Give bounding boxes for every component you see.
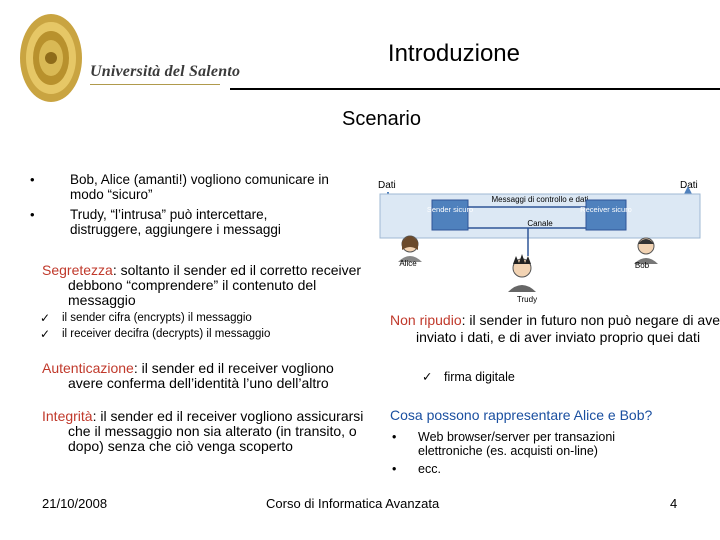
footer-page-number: 4 [670,496,678,511]
secrecy-subitems: ✓ il sender cifra (encrypts) il messaggi… [0,312,360,341]
university-seal-logo [20,14,82,102]
sender-box-label: Sender sicuro [427,205,473,214]
bullet-text: Trudy, “l’intrusa” può intercettare, dis… [70,207,281,237]
secrecy-term: Segretezza [42,262,113,278]
sub-item-text: il receiver decifra (decrypts) il messag… [62,328,271,340]
footer-course: Corso di Informatica Avanzata [266,496,440,511]
checkmark-icon: ✓ [422,370,433,384]
data-right-label: Dati [680,180,698,191]
sub-item-text: il sender cifra (encrypts) il messaggio [62,312,252,324]
trudy-figure [508,254,536,292]
sub-item: ✓ il sender cifra (encrypts) il messaggi… [0,312,360,325]
bullet-item: • Web browser/server per transazioni ele… [390,430,720,462]
authentication-paragraph: Autenticazione: il sender ed il receiver… [42,361,368,391]
bullet-dot: • [392,430,397,444]
bullet-text: Web browser/server per transazioni elett… [418,430,616,458]
communication-diagram: Dati Dati Messaggi di controllo e dati S… [378,180,701,304]
bullet-item: • Trudy, “l’intrusa” può intercettare, d… [0,207,360,241]
bullet-text: Bob, Alice (amanti!) vogliono comunicare… [70,172,329,202]
bullet-dot: • [392,462,397,476]
non-repudiation-text: : il sender in futuro non può negare di … [416,312,720,345]
bullet-text: ecc. [418,462,441,476]
data-left-label: Dati [378,180,396,191]
checkmark-icon: ✓ [40,327,51,341]
title-divider [230,88,720,90]
checkmark-icon: ✓ [40,311,51,325]
slide-title: Introduzione [387,40,520,67]
receiver-box-label: Receiver sicuro [580,205,632,214]
non-repudiation-term: Non ripudio [390,312,462,328]
non-repudiation-paragraph: Non ripudio: il sender in futuro non può… [390,312,720,346]
bob-label: Bob [635,261,650,270]
university-name: Università del Salento [90,63,241,80]
integrity-text: : il sender ed il receiver vogliono assi… [68,408,364,454]
authentication-text: : il sender ed il receiver vogliono aver… [68,360,334,391]
bullet-item: • ecc. [390,462,720,478]
receiver-box [585,199,627,231]
bullet-dot: • [30,207,35,222]
arrow-head [684,186,692,194]
authentication-term: Autenticazione [42,360,134,376]
slide-subtitle: Scenario [342,108,421,130]
bullet-item: • Bob, Alice (amanti!) vogliono comunica… [0,172,360,206]
integrity-paragraph: Integrità: il sender ed il receiver vogl… [42,409,378,454]
alice-label: Alice [399,259,417,268]
bob-figure [634,237,658,264]
university-underline [90,84,220,85]
channel-label: Canale [527,219,553,228]
secrecy-paragraph: Segretezza: soltanto il sender ed il cor… [42,263,378,308]
sub-item-text: firma digitale [443,370,515,384]
trudy-label: Trudy [517,295,537,304]
secrecy-text: : soltanto il sender ed il corretto rece… [68,262,362,308]
messages-label: Messaggi di controllo e dati [492,195,589,204]
alice-bob-question: Cosa possono rappresentare Alice e Bob? [390,407,653,423]
sub-item: ✓ firma digitale [422,369,515,384]
footer-date: 21/10/2008 [42,496,108,511]
sender-box [431,199,469,231]
alice-figure [398,235,422,262]
sub-item: ✓ il receiver decifra (decrypts) il mess… [0,328,292,341]
bullet-dot: • [30,172,35,187]
integrity-term: Integrità [42,408,93,424]
